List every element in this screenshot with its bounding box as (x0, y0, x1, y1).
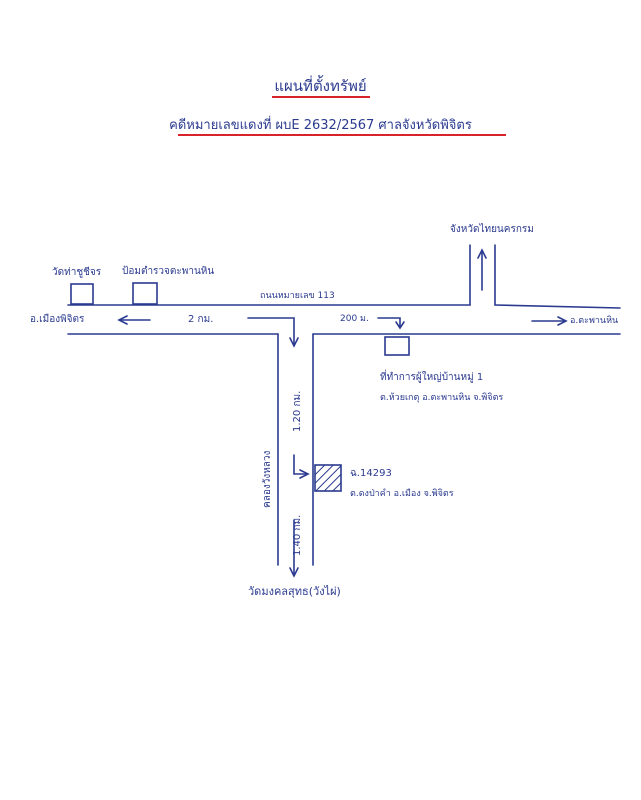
south-destination-label: วัดมงคลสุทธ(วังไผ่) (248, 585, 341, 598)
village-office-marker (384, 336, 410, 356)
turn-arrow-shaft (247, 317, 295, 346)
village-office-address: ต.ห้วยเกตุ อ.ตะพานหิน จ.พิจิตร (380, 393, 504, 403)
document-title: แผนที่ตั้งทรัพย์ (274, 77, 367, 95)
north-arrow-head (477, 248, 487, 259)
west-distance-label: 2 กม. (188, 314, 214, 325)
document-subtitle: คดีหมายเลขแดงที่ ผบE 2632/2567 ศาลจังหวั… (169, 118, 472, 133)
police-box-marker (132, 282, 158, 305)
east-distance-arrow-shaft (377, 317, 401, 327)
title-underline (272, 96, 370, 98)
property-arrow-shaft (293, 454, 307, 475)
east-arrow-head (557, 316, 568, 326)
property-address-label: ต.ดงป่าคำ อ.เมือง จ.พิจิตร (350, 489, 454, 499)
canal-label: คลองวังหลวง (262, 450, 273, 508)
road-edge-top-right (494, 304, 621, 309)
temple-marker (70, 283, 94, 305)
property-arrow-head (299, 469, 310, 479)
west-destination-label: อ.เมืองพิจิตร (30, 314, 85, 325)
south-arrow-head (289, 567, 299, 578)
property-plot-marker (314, 464, 342, 492)
east-distance-arrow-head (395, 321, 405, 330)
south-distance-1-label: 1.20 กม. (292, 390, 303, 432)
south-distance-2-label: 1.40 กม. (292, 514, 303, 556)
temple-label: วัดท่าชูชีจร (52, 267, 102, 278)
turn-arrow-head (289, 337, 299, 348)
west-arrow-head (117, 315, 128, 325)
east-distance-label: 200 ม. (340, 314, 369, 324)
property-deed-label: ฉ.14293 (350, 468, 392, 479)
east-destination-label: อ.ตะพานหิน (570, 316, 619, 326)
north-destination-label: จังหวัดไทยนครกรม (450, 224, 534, 235)
village-office-label: ที่ทำการผู้ใหญ่บ้านหมู่ 1 (380, 372, 484, 383)
police-box-label: ป้อมตำรวจตะพานหิน (122, 266, 215, 277)
subtitle-underline (178, 134, 506, 136)
road-number-label: ถนนหมายเลข 113 (260, 291, 335, 301)
